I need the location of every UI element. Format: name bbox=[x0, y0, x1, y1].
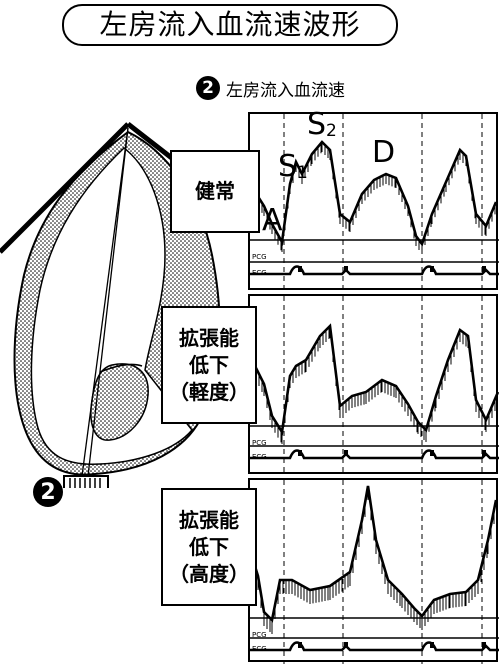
ecg-trace bbox=[250, 265, 499, 276]
chest-wall-left bbox=[0, 122, 130, 254]
wave-label-s1: S1 bbox=[278, 152, 308, 182]
heart-illustration bbox=[0, 122, 221, 488]
ecg-markers bbox=[298, 266, 486, 272]
waveform-svg-mild bbox=[250, 296, 499, 476]
pcg-label: PCG bbox=[252, 253, 267, 261]
heart-septum bbox=[90, 363, 149, 441]
doppler-waveform-mild bbox=[250, 323, 499, 436]
panel-label-line: 低下 bbox=[189, 352, 229, 377]
panel-label-line: 低下 bbox=[189, 534, 229, 559]
subtitle-text: 左房流入血流速 bbox=[226, 80, 345, 101]
wave-label-d: D bbox=[372, 135, 396, 170]
mitral-valve bbox=[99, 363, 143, 373]
probe-number-badge: 2 bbox=[33, 477, 63, 507]
panel-label-mild: 拡張能 低下 （軽度） bbox=[161, 306, 257, 424]
figure-title: 左房流入血流速波形 bbox=[62, 4, 398, 46]
pcg-label: PCG bbox=[252, 439, 267, 447]
figure-title-text: 左房流入血流速波形 bbox=[99, 8, 361, 41]
panel-label-normal: 健常 bbox=[170, 150, 260, 233]
wave-label-a: A bbox=[262, 203, 283, 238]
ecg-label: ECG bbox=[252, 645, 267, 653]
ecg-trace bbox=[250, 641, 499, 652]
waveform-hatch-normal bbox=[250, 142, 496, 254]
circled-number-badge: 2 bbox=[196, 76, 220, 100]
ecg-trace bbox=[250, 449, 499, 460]
wave-label-s1-sub: 1 bbox=[297, 163, 308, 183]
waveform-panel-normal: PCG ECG bbox=[248, 112, 499, 292]
wave-label-s2: S2 bbox=[307, 110, 337, 140]
panel-label-line: 健常 bbox=[195, 179, 235, 203]
ultrasound-beam-line bbox=[81, 127, 129, 477]
panel-label-line: （軽度） bbox=[169, 379, 249, 404]
panel-label-line: （高度） bbox=[169, 561, 249, 586]
waveform-panel-mild: PCG ECG bbox=[248, 294, 499, 476]
panel-label-severe: 拡張能 低下 （高度） bbox=[161, 488, 257, 606]
ecg-label: ECG bbox=[252, 453, 267, 461]
probe-stripes bbox=[69, 478, 101, 488]
subtitle: 2 左房流入血流速 bbox=[196, 74, 345, 102]
pcg-label: PCG bbox=[252, 631, 267, 639]
heart-inner-cavity bbox=[30, 147, 193, 465]
waveform-svg-severe bbox=[250, 480, 499, 664]
ecg-markers bbox=[298, 450, 486, 456]
panel-label-line: 拡張能 bbox=[179, 325, 239, 350]
wave-label-s1-letter: S bbox=[278, 149, 298, 184]
wave-label-s2-sub: 2 bbox=[326, 121, 337, 141]
ecg-markers bbox=[298, 642, 486, 648]
ultrasound-beam-line-2 bbox=[87, 127, 129, 477]
ecg-label: ECG bbox=[252, 269, 267, 277]
panel-label-line: 拡張能 bbox=[179, 507, 239, 532]
waveform-panel-severe: PCG ECG bbox=[248, 478, 499, 664]
doppler-waveform-severe bbox=[250, 485, 498, 623]
waveform-svg-normal bbox=[250, 114, 499, 292]
wave-label-s2-letter: S bbox=[307, 107, 327, 142]
